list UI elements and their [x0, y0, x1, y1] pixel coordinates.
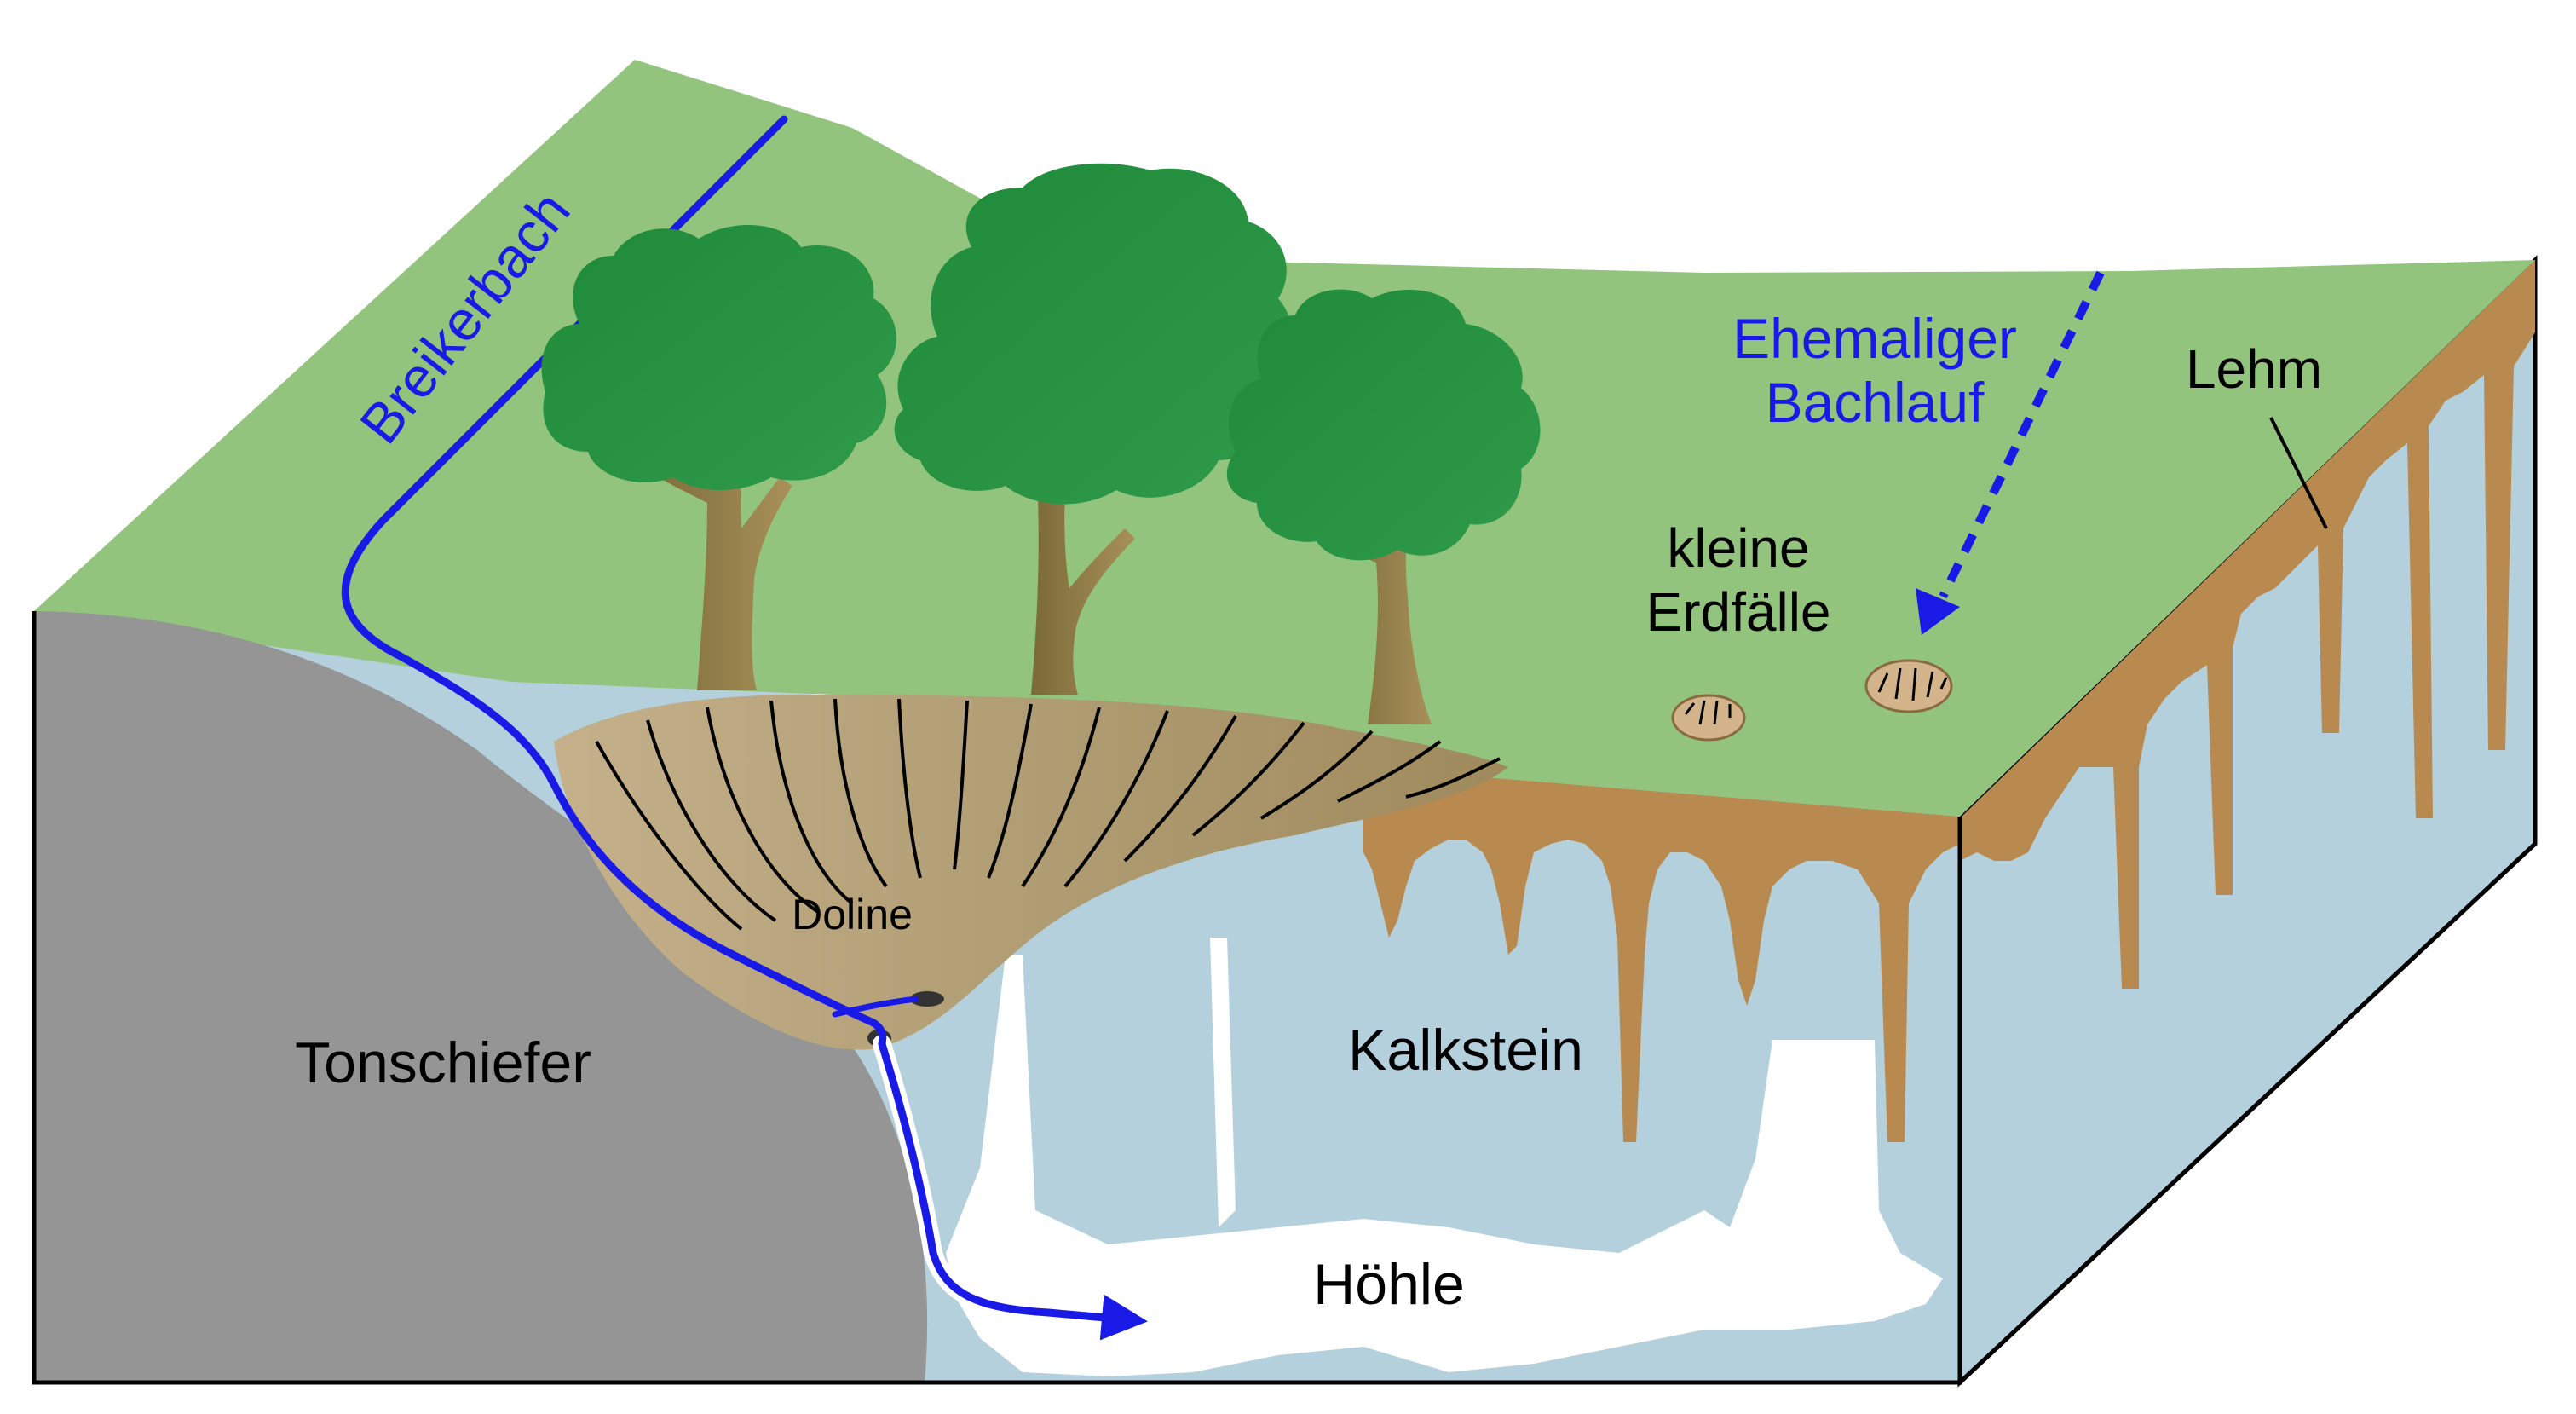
tree-left [541, 224, 896, 690]
doline [554, 695, 1508, 1050]
tree-left-canopy [541, 224, 896, 490]
cave-hoehle [946, 955, 1943, 1376]
label-kalkstein: Kalkstein [1348, 1018, 1583, 1082]
stream-underground-path [878, 1040, 1148, 1341]
label-ehemaliger-line1: Ehemaliger [1732, 307, 2017, 370]
front-shale [34, 611, 928, 1382]
label-kleine-line1: kleine [1667, 517, 1809, 579]
label-tonschiefer: Tonschiefer [295, 1030, 591, 1095]
sinkhole-left [1671, 694, 1746, 742]
former-stream-arrow [1939, 270, 2105, 599]
lehm-leader-line [2269, 417, 2328, 529]
stream-breikerbach [341, 115, 1151, 1341]
tree-middle [894, 163, 1294, 695]
cave-fissure-left [1210, 938, 1236, 1227]
tree-left-trunk [639, 426, 792, 690]
right-face-clay [1960, 260, 2535, 989]
tree-right-canopy [1226, 289, 1541, 561]
label-doline: Doline [792, 891, 913, 938]
sinkhole-right [1864, 659, 1953, 713]
former-stream-arrowhead [1916, 588, 1960, 635]
small-sinkholes [1671, 659, 1953, 742]
label-hoehle: Höhle [1313, 1252, 1465, 1317]
swallow-hole-upper [910, 991, 944, 1007]
tree-middle-canopy [894, 163, 1294, 505]
tree-right [1226, 289, 1541, 724]
label-lehm: Lehm [2186, 338, 2322, 400]
doline-slope-lines [595, 698, 1501, 931]
label-kleine-line2: Erdfälle [1646, 581, 1831, 643]
label-ehemaliger-line2: Bachlauf [1766, 371, 1985, 434]
tree-middle-trunk [1031, 494, 1135, 695]
block-outline [32, 611, 2537, 1385]
stream-branch-to-hole [832, 996, 919, 1018]
front-clay-pipes [1363, 767, 1960, 1142]
